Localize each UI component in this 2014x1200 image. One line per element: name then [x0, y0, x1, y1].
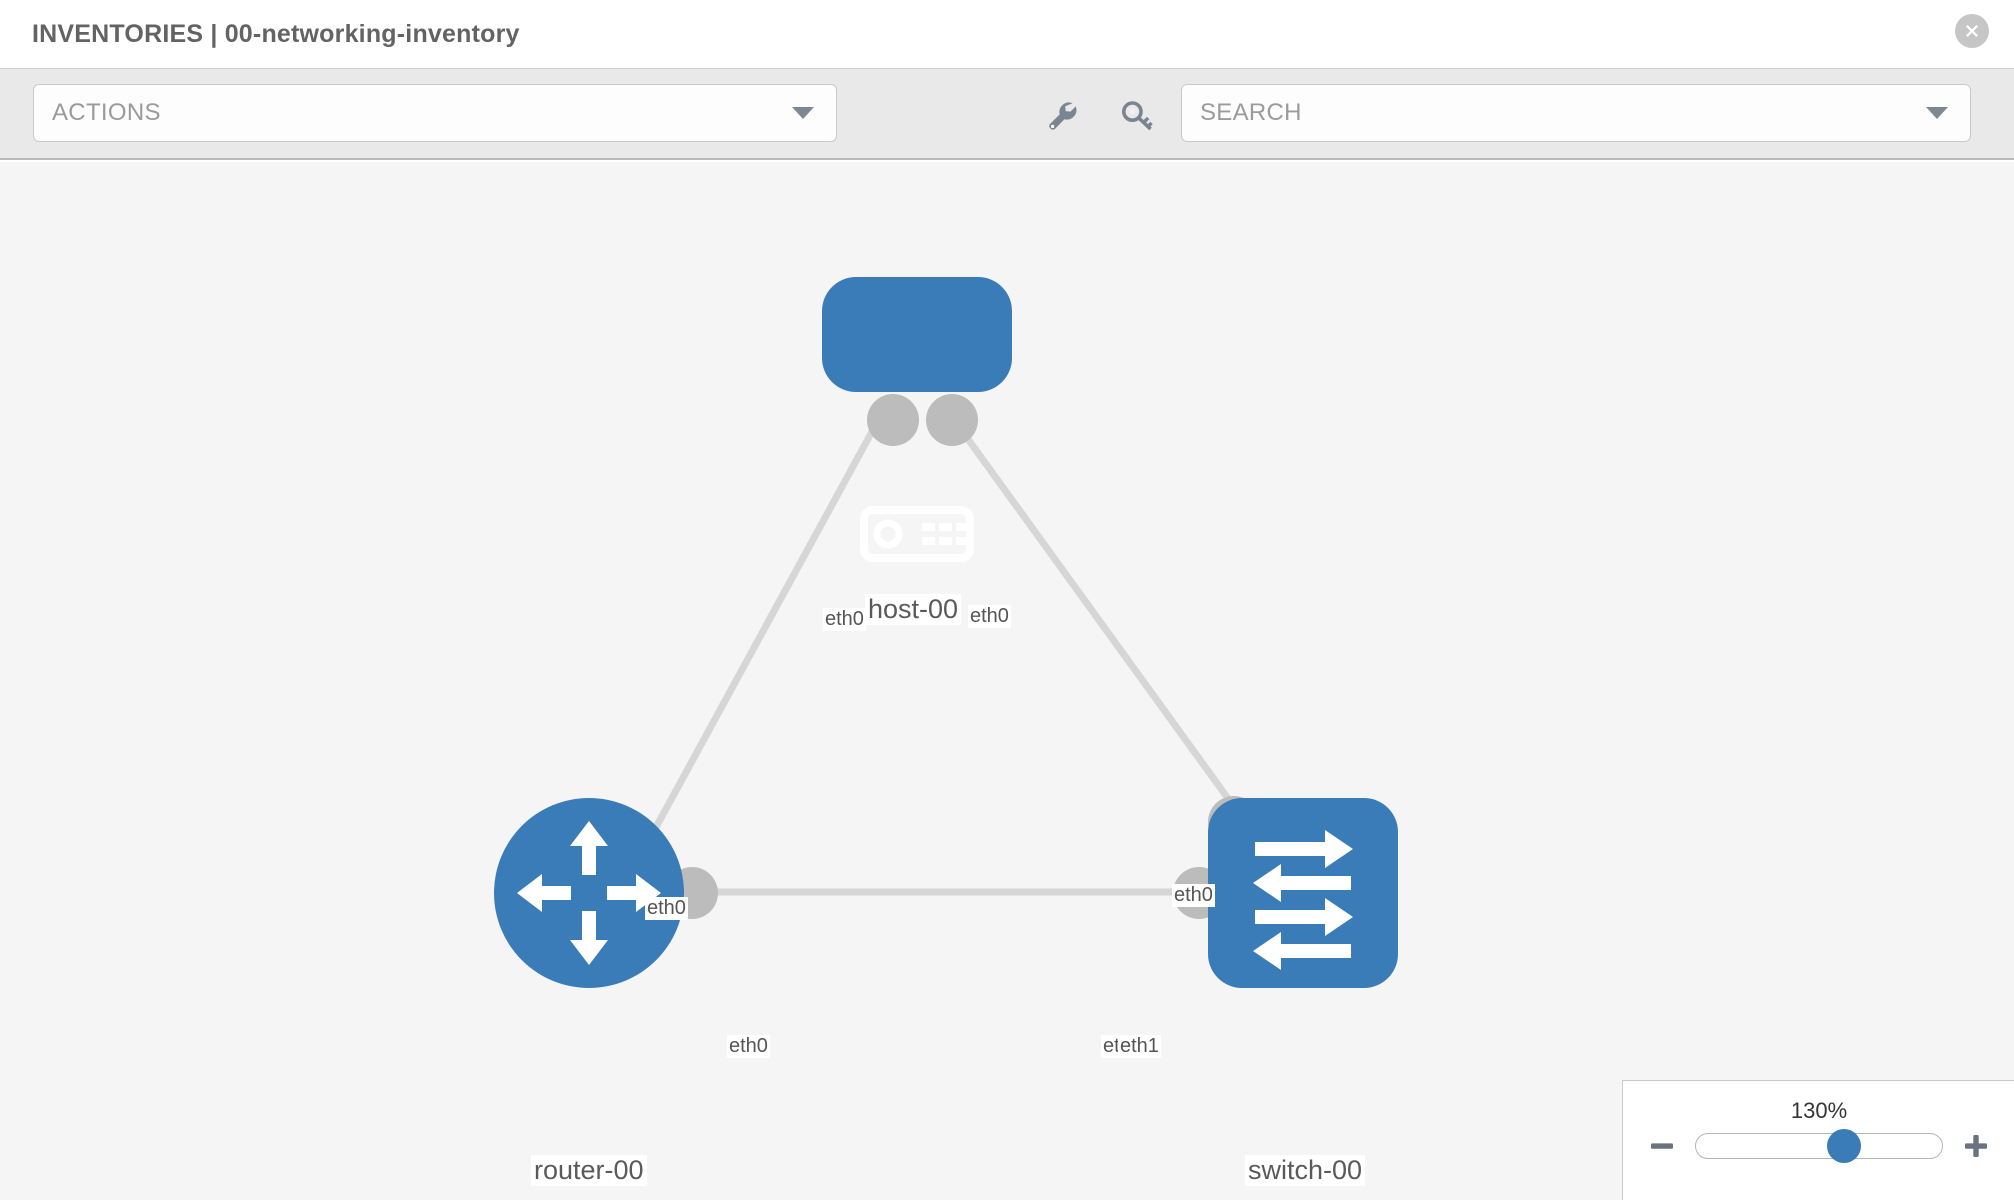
search-input[interactable]: SEARCH: [1181, 84, 1971, 142]
close-button[interactable]: [1955, 14, 1989, 48]
actions-dropdown-label: ACTIONS: [52, 99, 161, 126]
actions-dropdown[interactable]: ACTIONS: [33, 84, 837, 142]
zoom-control-row: [1623, 1129, 2014, 1163]
switch-arrows-icon: [1253, 830, 1353, 970]
node-label-host-00: host-00: [865, 594, 962, 626]
search-placeholder-label: SEARCH: [1200, 99, 1302, 126]
node-host-00[interactable]: [822, 277, 1012, 562]
iface-label-switch00-left: eth1: [1118, 1035, 1161, 1058]
minus-icon: [1651, 1143, 1673, 1149]
edge-group: [633, 414, 1248, 896]
iface-label-router00-up: eth0: [645, 897, 688, 920]
node-switch-00[interactable]: [1208, 798, 1398, 988]
node-router-00[interactable]: [494, 798, 684, 988]
node-host-00-shape[interactable]: [822, 277, 1012, 392]
topology-graph: [494, 277, 1398, 988]
edge-host00-router00[interactable]: [633, 415, 884, 864]
server-icon: [860, 506, 974, 562]
page-title: INVENTORIES | 00-networking-inventory: [32, 19, 520, 48]
toolbar-icon-group: [1043, 97, 1157, 135]
iface-label-host00-right: eth0: [968, 605, 1011, 628]
iface-label-host00-left: eth0: [823, 608, 866, 631]
node-label-router-00: router-00: [531, 1155, 647, 1187]
zoom-slider[interactable]: [1695, 1129, 1943, 1163]
zoom-out-button[interactable]: [1647, 1131, 1677, 1161]
chevron-down-icon: [1926, 107, 1948, 119]
wrench-icon[interactable]: [1043, 97, 1081, 135]
zoom-slider-handle[interactable]: [1826, 1129, 1861, 1163]
node-switch-00-shape[interactable]: [1208, 798, 1398, 988]
close-icon: [1966, 25, 1978, 37]
zoom-in-button[interactable]: [1961, 1131, 1991, 1161]
plus-icon: [1965, 1135, 1987, 1157]
iface-label-switch00-up: eth0: [1172, 884, 1215, 907]
zoom-control-panel: 130%: [1622, 1080, 2014, 1200]
port-group: [666, 394, 1260, 919]
port-host00-left[interactable]: [867, 394, 919, 446]
iface-label-router00-right: eth0: [727, 1035, 770, 1058]
title-bar: INVENTORIES | 00-networking-inventory: [0, 0, 2014, 68]
node-label-switch-00: switch-00: [1245, 1155, 1366, 1187]
edge-host00-switch00[interactable]: [949, 414, 1248, 825]
topology-canvas[interactable]: eth0 host-00 eth0 eth0 eth0 eth0 eth eth…: [0, 162, 2014, 1200]
key-icon[interactable]: [1119, 97, 1157, 135]
toolbar: ACTIONS SEARCH: [0, 68, 2014, 160]
chevron-down-icon: [792, 107, 814, 119]
node-router-00-shape[interactable]: [494, 798, 684, 988]
zoom-percentage-label: 130%: [1790, 1098, 1848, 1123]
port-host00-right[interactable]: [926, 394, 978, 446]
